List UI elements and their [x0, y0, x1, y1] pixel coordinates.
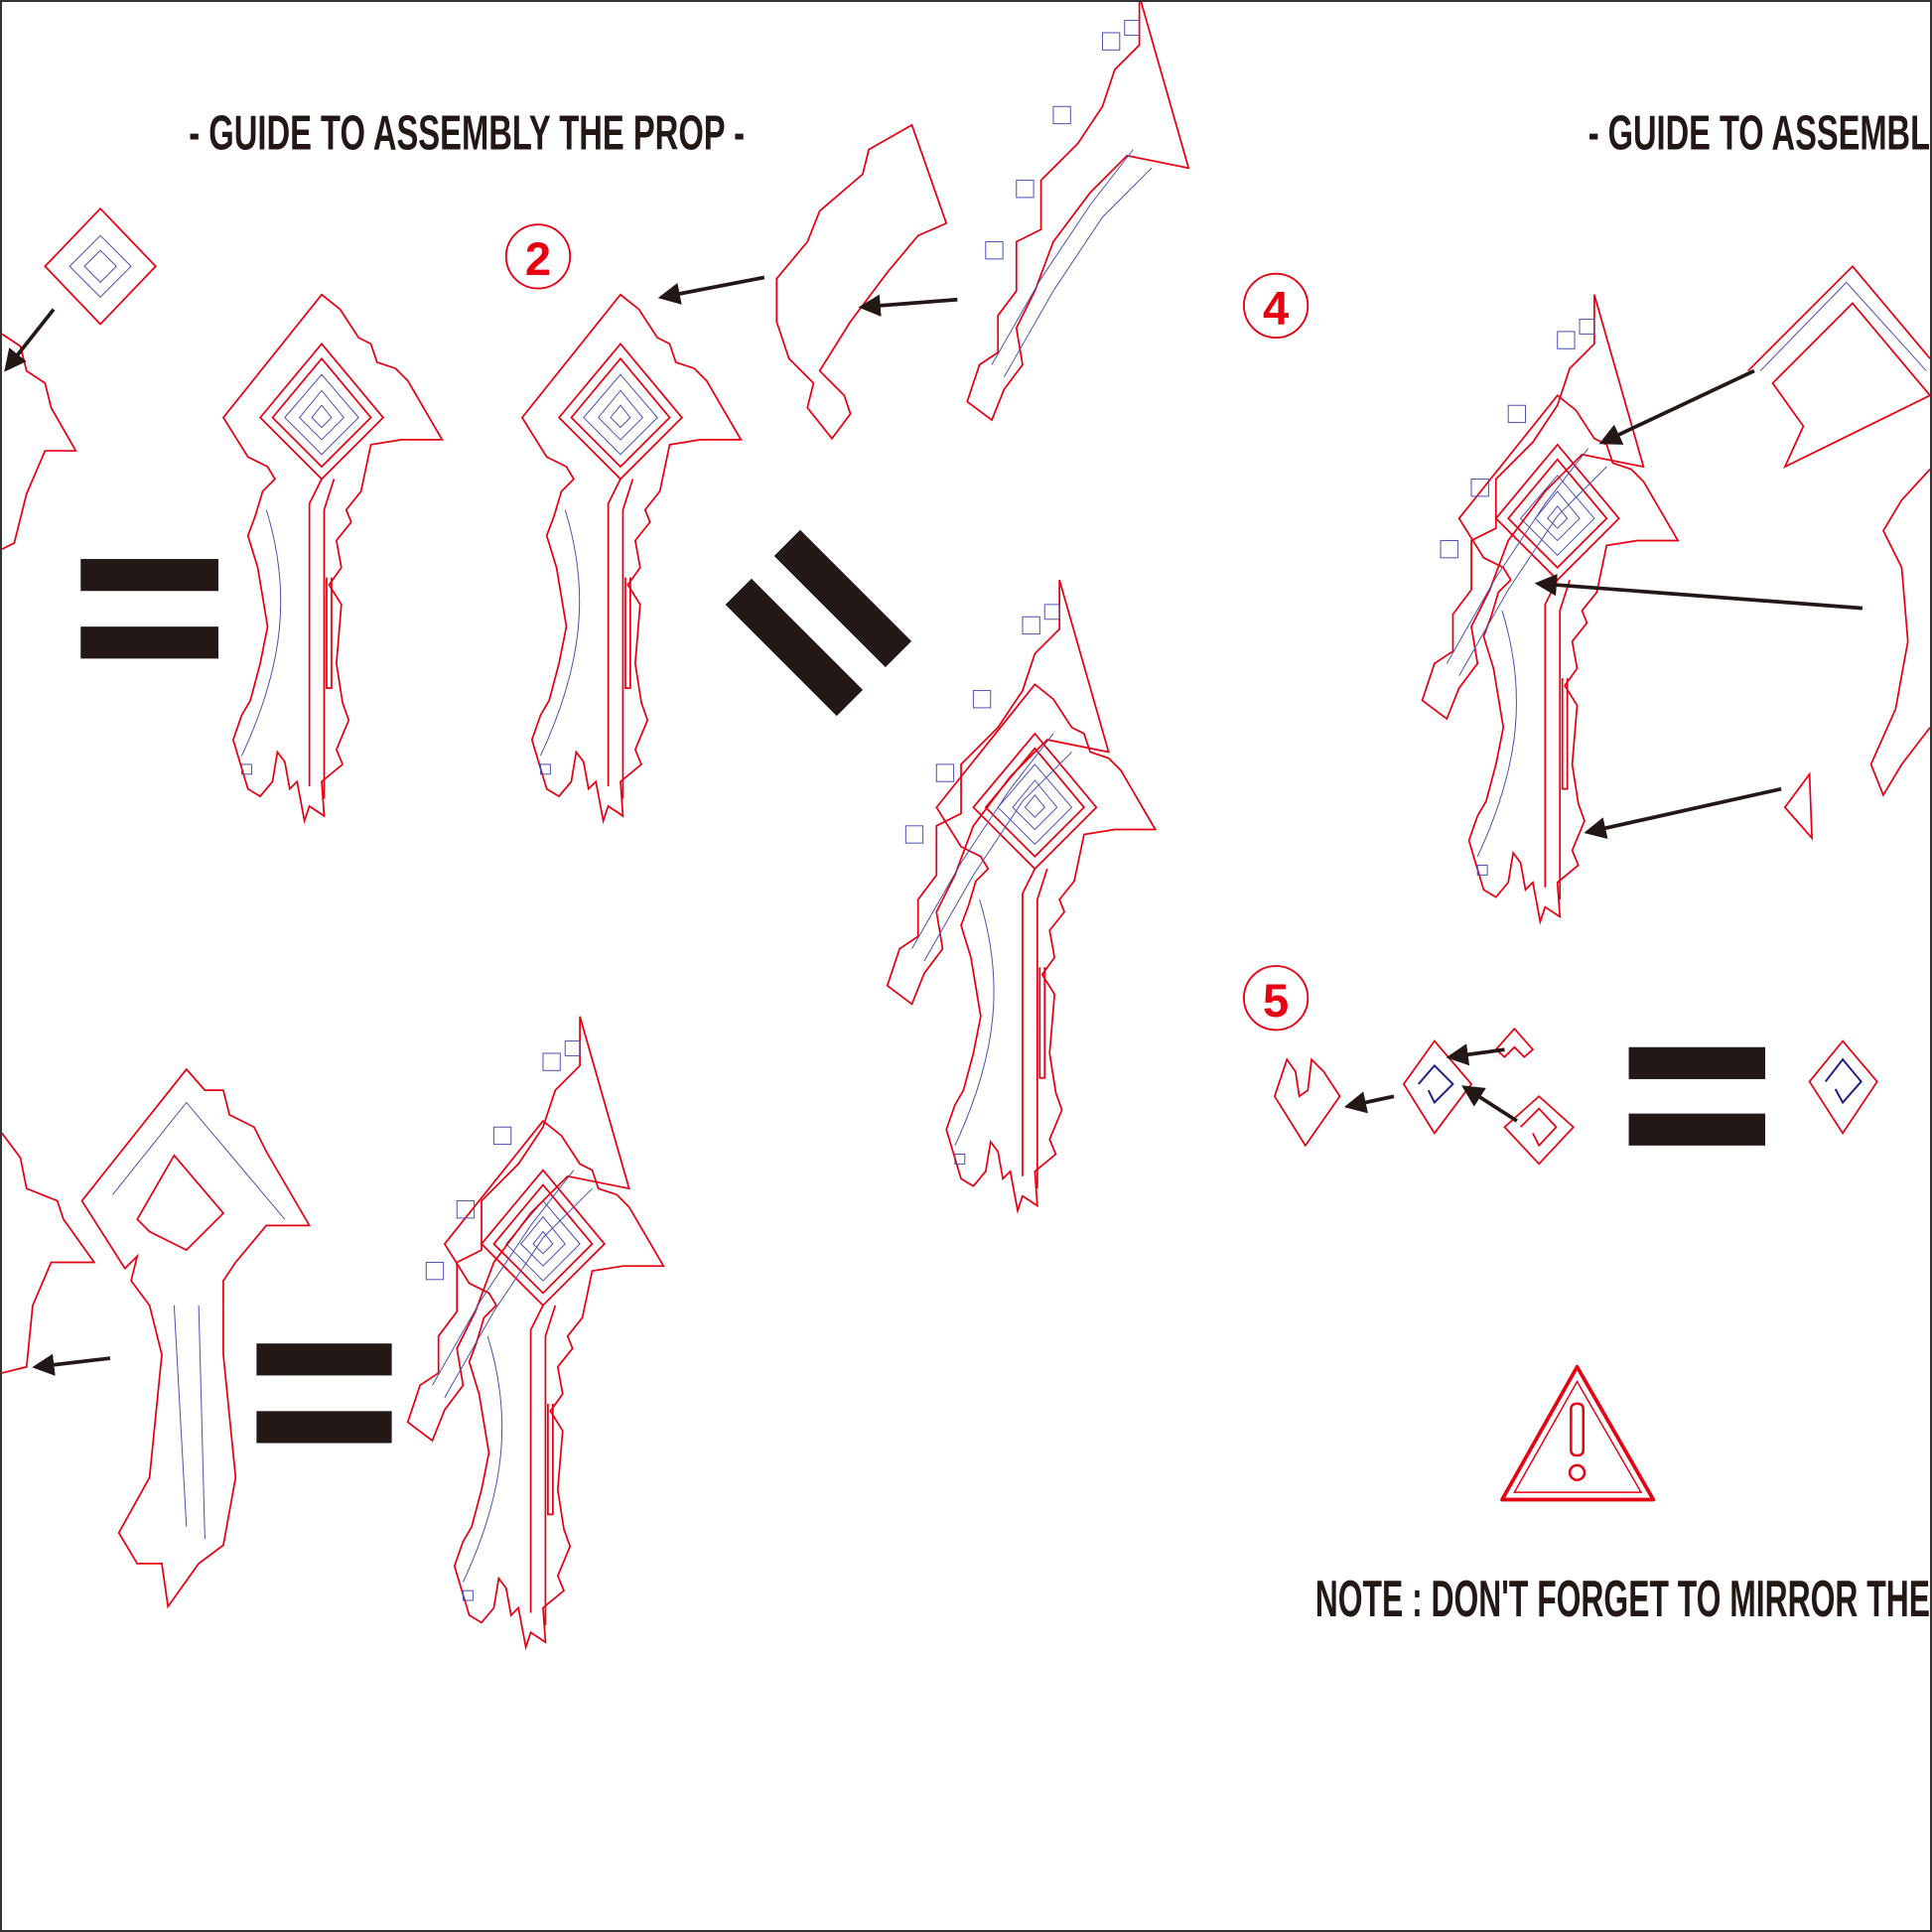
equals-icon — [725, 529, 912, 717]
step-number-badge — [1242, 965, 1310, 1032]
arrow-icon — [858, 294, 958, 317]
assembled-medallion — [1808, 1039, 1878, 1136]
medallion-piece — [1402, 1039, 1473, 1135]
arrow-icon — [1343, 1091, 1395, 1114]
key-base-piece — [521, 293, 743, 822]
warning-icon — [1500, 1364, 1656, 1502]
equals-icon — [1628, 1046, 1766, 1079]
arc-piece — [775, 123, 948, 441]
equals-icon — [256, 1343, 392, 1376]
arrow-icon — [1446, 1043, 1505, 1066]
arrow-icon — [657, 275, 765, 305]
armor-piece — [966, 2, 1190, 421]
arrow-icon — [32, 1353, 111, 1376]
step-number: 5 — [1263, 974, 1289, 1027]
small-piece — [1783, 771, 1814, 841]
assembled-key-piece — [935, 683, 1157, 1212]
step-number-badge — [504, 223, 572, 290]
armor-piece — [1421, 293, 1645, 720]
frame-piece — [1747, 265, 1930, 470]
assembled-key-piece — [444, 1120, 665, 1649]
assembled-armor-piece — [406, 1015, 630, 1442]
step-4-diagram: 4 — [1242, 265, 1930, 923]
medallion-piece — [44, 207, 158, 326]
small-piece — [1494, 1027, 1535, 1058]
partial-piece — [2, 1132, 96, 1374]
equals-icon — [80, 559, 218, 592]
step-number-badge — [1242, 272, 1310, 340]
assembled-armor-piece — [886, 579, 1110, 1006]
arrow-icon — [1461, 1085, 1518, 1123]
step-number: 4 — [1263, 281, 1289, 334]
step-1-diagram — [2, 207, 444, 822]
step-number: 2 — [525, 232, 551, 285]
arc-frame-piece — [1869, 469, 1930, 797]
note-text: NOTE : DON'T FORGET TO MIRROR THE — [1315, 1571, 1930, 1628]
arrow-icon — [1598, 368, 1755, 445]
assembled-key-piece — [222, 293, 444, 822]
guide-title: - GUIDE TO ASSEMBLY THE PROP - — [189, 106, 745, 161]
armor-key-piece — [80, 1067, 312, 1609]
guide-title-right: - GUIDE TO ASSEMBL — [1588, 106, 1930, 161]
arrow-icon — [1534, 574, 1863, 611]
arrow-icon — [4, 308, 56, 372]
arrow-icon — [1584, 786, 1782, 840]
step-5-diagram: 5 — [1242, 965, 1878, 1166]
base-piece — [1273, 1057, 1341, 1148]
spiral-piece — [1503, 1095, 1576, 1166]
step-2-diagram: 2 — [504, 2, 1190, 1212]
step-3-diagram — [2, 1015, 665, 1649]
